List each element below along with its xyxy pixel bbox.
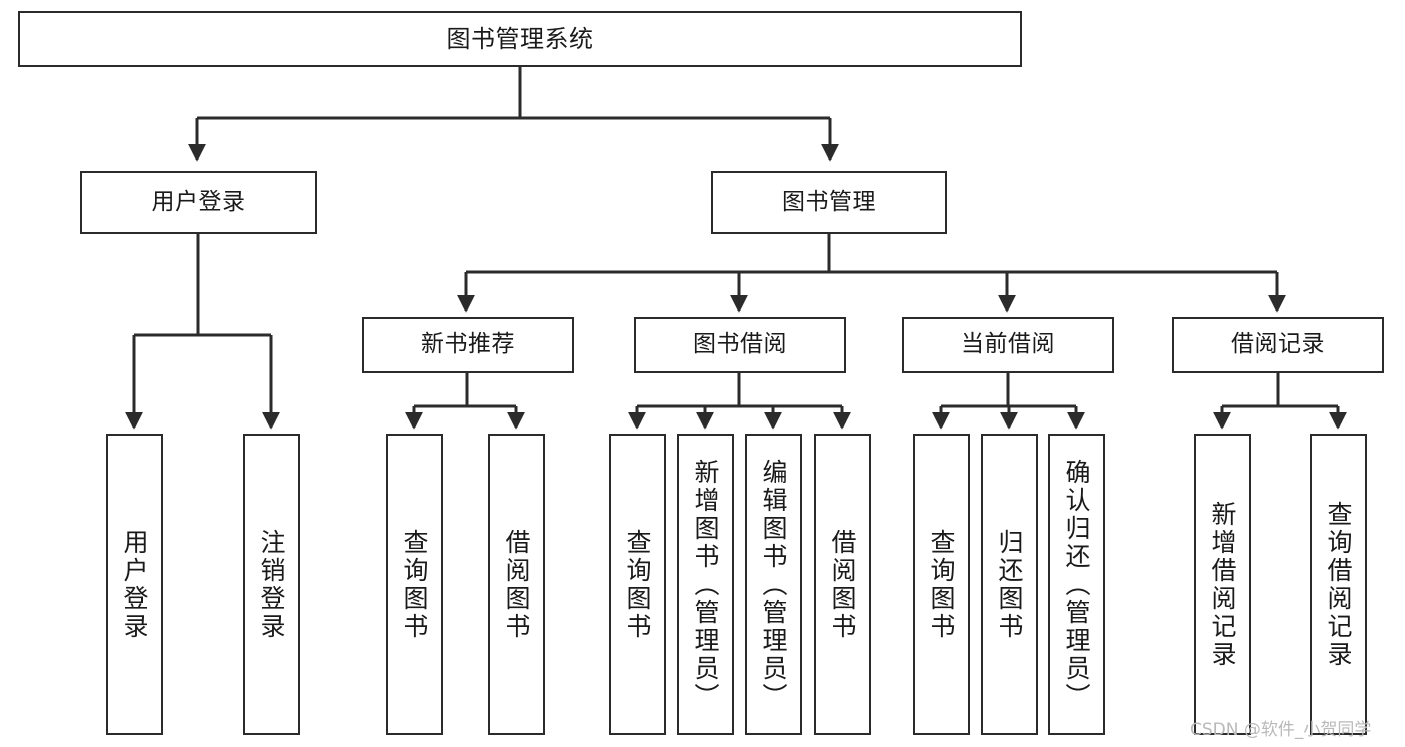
node-leaf-user-login[interactable]: 用户登录 [106, 434, 163, 735]
node-new-book-rec[interactable]: 新书推荐 [362, 317, 574, 373]
node-leaf-query-book-3-label: 查询图书 [927, 528, 956, 641]
node-leaf-logout-label: 注销登录 [257, 528, 286, 641]
node-leaf-query-book-1-label: 查询图书 [400, 528, 429, 641]
node-current-borrow-label: 当前借阅 [961, 331, 1055, 358]
node-new-book-rec-label: 新书推荐 [421, 331, 515, 358]
node-borrow-record-label: 借阅记录 [1231, 331, 1325, 358]
node-leaf-borrow-book-1-label: 借阅图书 [502, 528, 531, 641]
node-current-borrow[interactable]: 当前借阅 [902, 317, 1114, 373]
node-leaf-confirm-return[interactable]: 确认归还（管理员） [1048, 434, 1105, 735]
node-leaf-query-book-3[interactable]: 查询图书 [913, 434, 970, 735]
node-leaf-query-book-1[interactable]: 查询图书 [386, 434, 443, 735]
node-user-login[interactable]: 用户登录 [80, 171, 317, 234]
node-book-borrow-label: 图书借阅 [693, 331, 787, 358]
node-leaf-user-login-label: 用户登录 [120, 528, 149, 641]
node-book-borrow[interactable]: 图书借阅 [634, 317, 846, 373]
node-leaf-logout[interactable]: 注销登录 [243, 434, 300, 735]
node-book-manage-label: 图书管理 [782, 188, 876, 215]
node-borrow-record[interactable]: 借阅记录 [1172, 317, 1384, 373]
node-leaf-query-book-2[interactable]: 查询图书 [609, 434, 666, 735]
node-leaf-add-book-label: 新增图书（管理员） [691, 458, 720, 711]
node-leaf-borrow-book-2-label: 借阅图书 [828, 528, 857, 641]
node-root-label: 图书管理系统 [446, 24, 594, 53]
node-leaf-borrow-book-1[interactable]: 借阅图书 [488, 434, 545, 735]
node-leaf-borrow-book-2[interactable]: 借阅图书 [814, 434, 871, 735]
node-leaf-edit-book-label: 编辑图书（管理员） [759, 458, 788, 711]
node-leaf-edit-book[interactable]: 编辑图书（管理员） [745, 434, 802, 735]
node-root[interactable]: 图书管理系统 [18, 11, 1022, 67]
node-leaf-query-record-label: 查询借阅记录 [1324, 500, 1353, 669]
node-leaf-confirm-return-label: 确认归还（管理员） [1062, 458, 1091, 711]
node-user-login-label: 用户登录 [151, 188, 246, 215]
node-leaf-add-record[interactable]: 新增借阅记录 [1194, 434, 1251, 735]
node-leaf-query-book-2-label: 查询图书 [623, 528, 652, 641]
node-leaf-return-book[interactable]: 归还图书 [981, 434, 1038, 735]
node-leaf-return-book-label: 归还图书 [995, 528, 1024, 641]
node-leaf-add-record-label: 新增借阅记录 [1208, 500, 1237, 669]
node-leaf-query-record[interactable]: 查询借阅记录 [1310, 434, 1367, 735]
csdn-watermark: CSDN @软件_小贺同学 [1190, 720, 1372, 740]
node-leaf-add-book[interactable]: 新增图书（管理员） [677, 434, 734, 735]
node-book-manage[interactable]: 图书管理 [711, 171, 947, 234]
